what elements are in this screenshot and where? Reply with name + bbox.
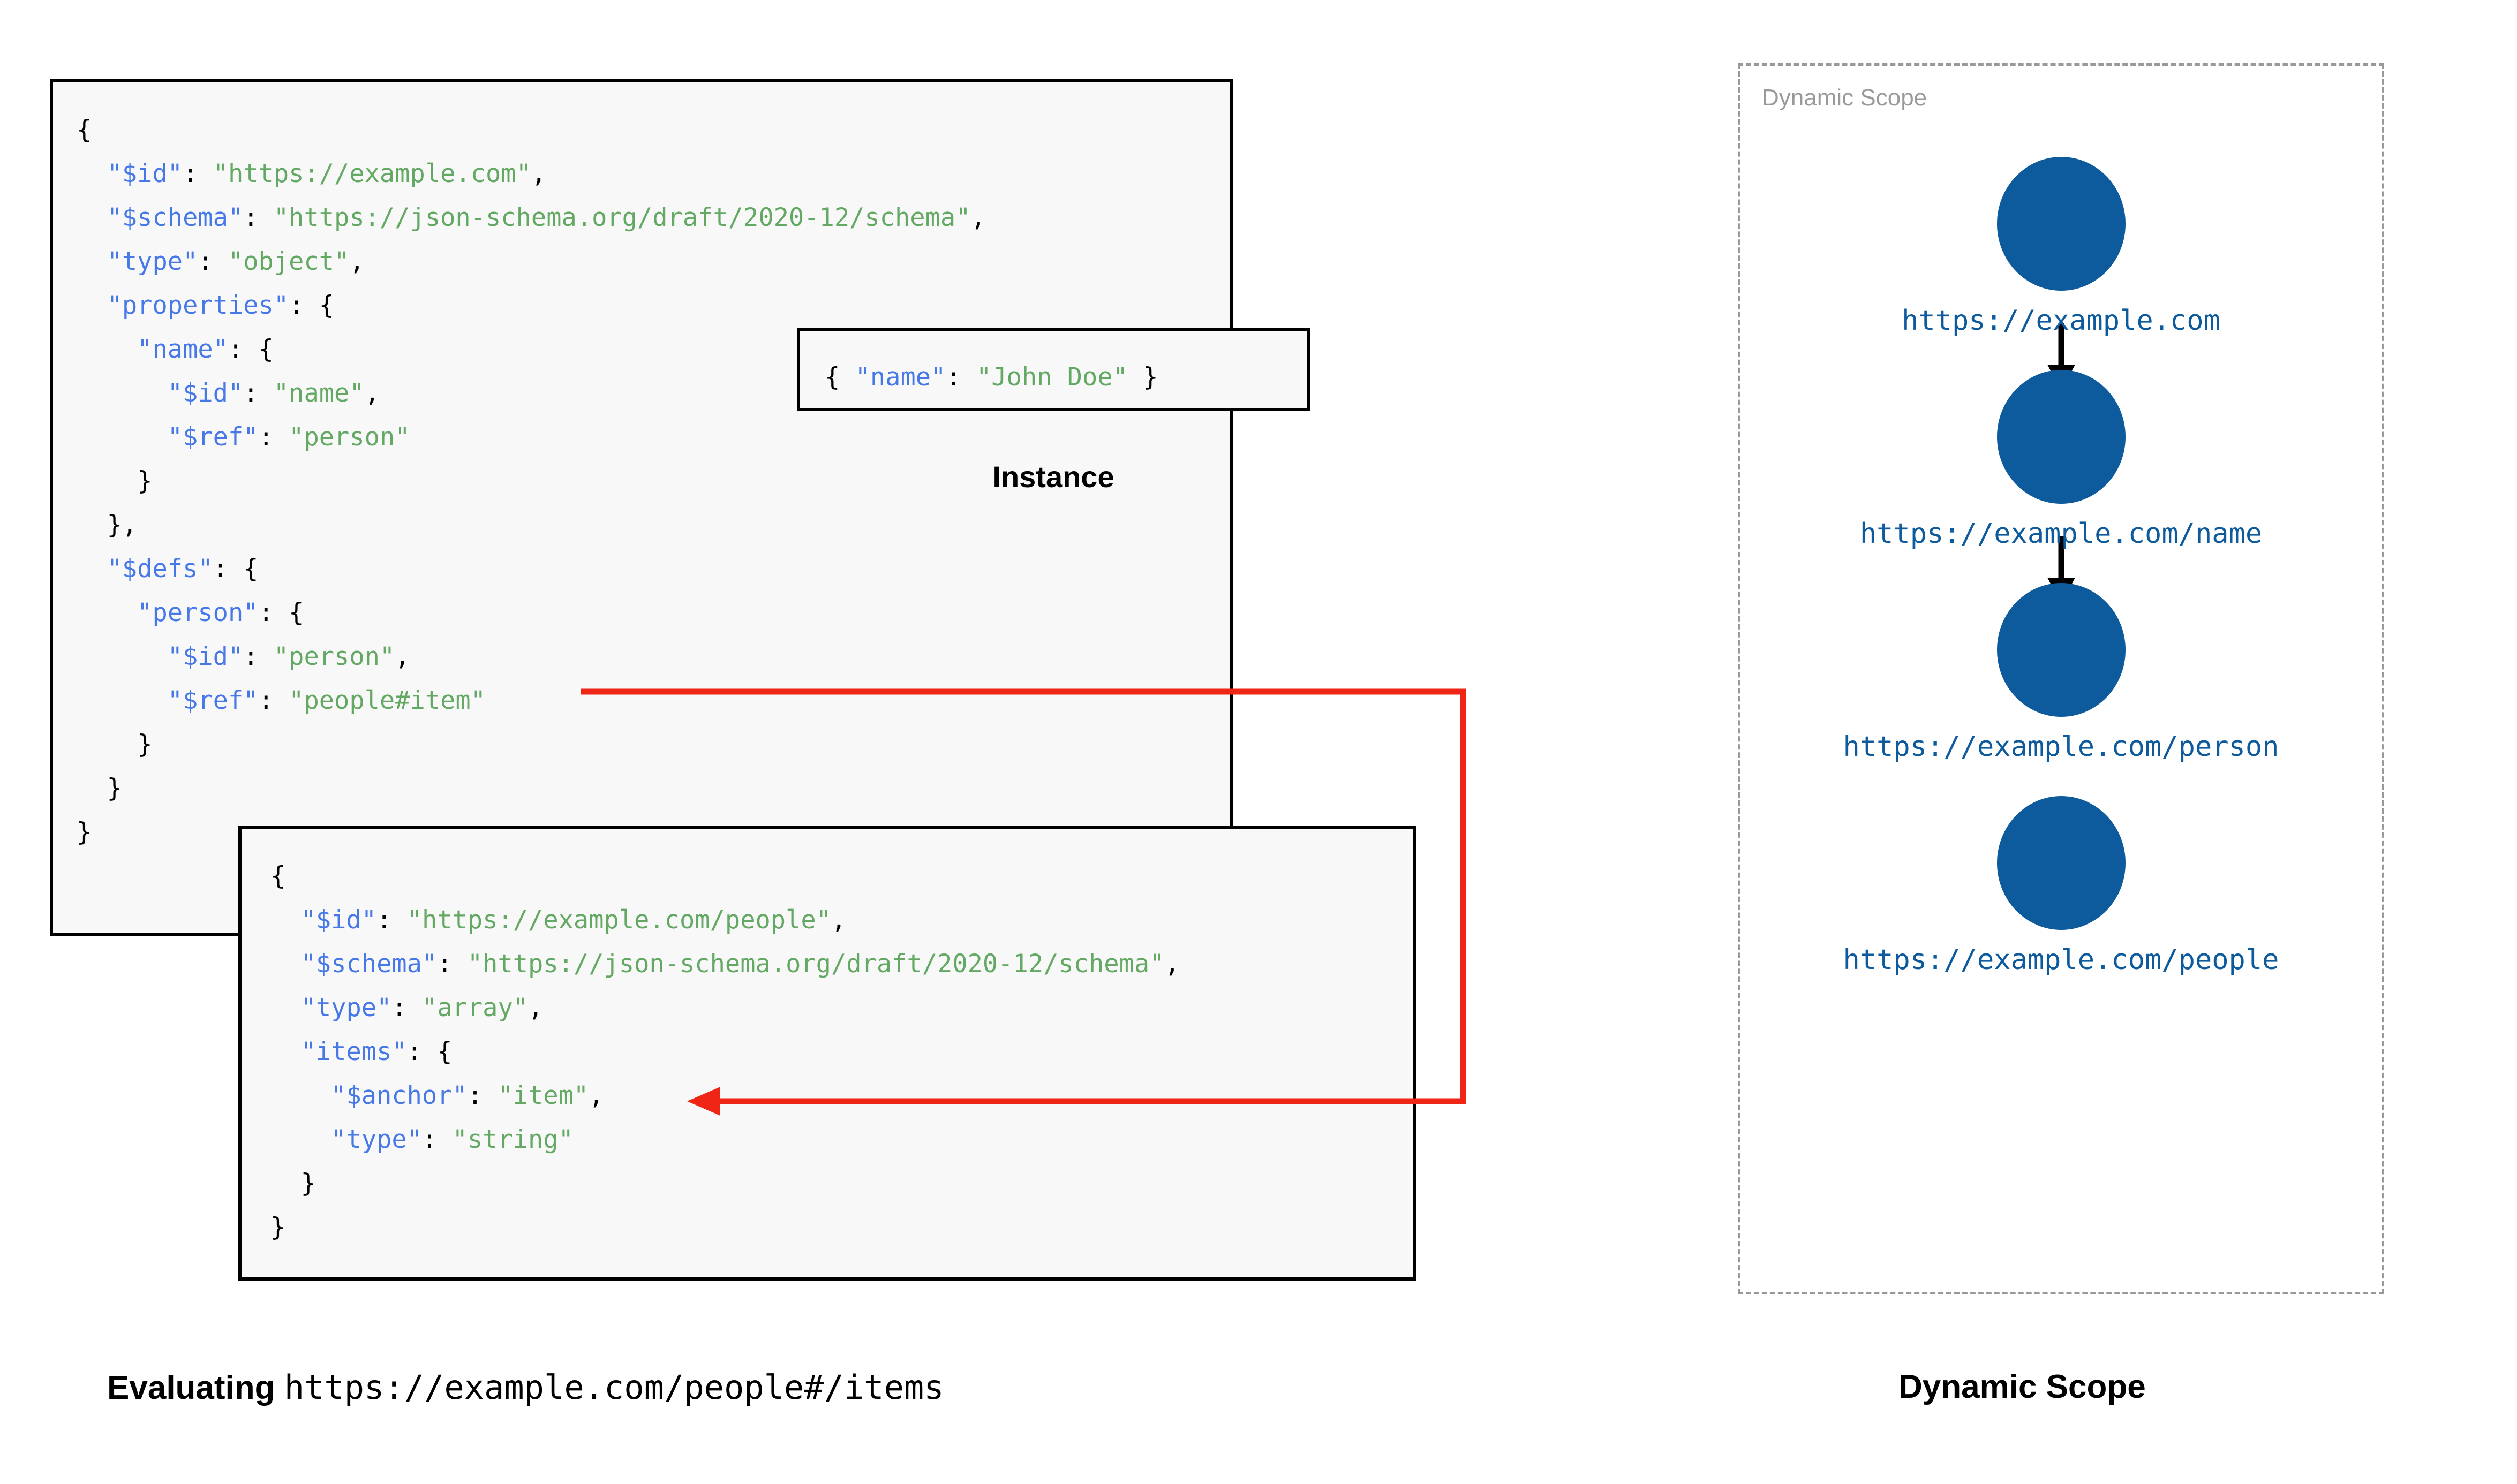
scope-node-label: https://example.com/people (1843, 944, 2279, 976)
people-schema-code: { "$id": "https://example.com/people", "… (270, 861, 1180, 1242)
instance-box: { "name": "John Doe" } (797, 328, 1310, 411)
dynamic-scope-panel (1738, 63, 2384, 1294)
scope-node-circle (1996, 796, 2126, 930)
scope-node-circle (1996, 157, 2126, 291)
evaluating-caption: Evaluating https://example.com/people#/i… (107, 1368, 944, 1407)
scope-node-circle (1996, 370, 2126, 504)
people-schema-box: { "$id": "https://example.com/people", "… (238, 826, 1416, 1281)
instance-code: { "name": "John Doe" } (825, 362, 1158, 392)
instance-caption: Instance (992, 460, 1114, 494)
scope-node-label: https://example.com/person (1843, 731, 2279, 763)
root-schema-code: { "$id": "https://example.com", "$schema… (77, 115, 986, 847)
scope-node-label: https://example.com/name (1859, 518, 2263, 550)
root-schema-box: { "$id": "https://example.com", "$schema… (50, 79, 1233, 936)
scope-node-circle (1996, 583, 2126, 717)
evaluating-label: Evaluating (107, 1369, 275, 1406)
scope-node-label: https://example.com (1902, 305, 2220, 337)
evaluating-uri: https://example.com/people#/items (284, 1368, 944, 1407)
dynamic-scope-caption: Dynamic Scope (1898, 1368, 2146, 1405)
dynamic-scope-panel-label: Dynamic Scope (1762, 85, 1927, 111)
